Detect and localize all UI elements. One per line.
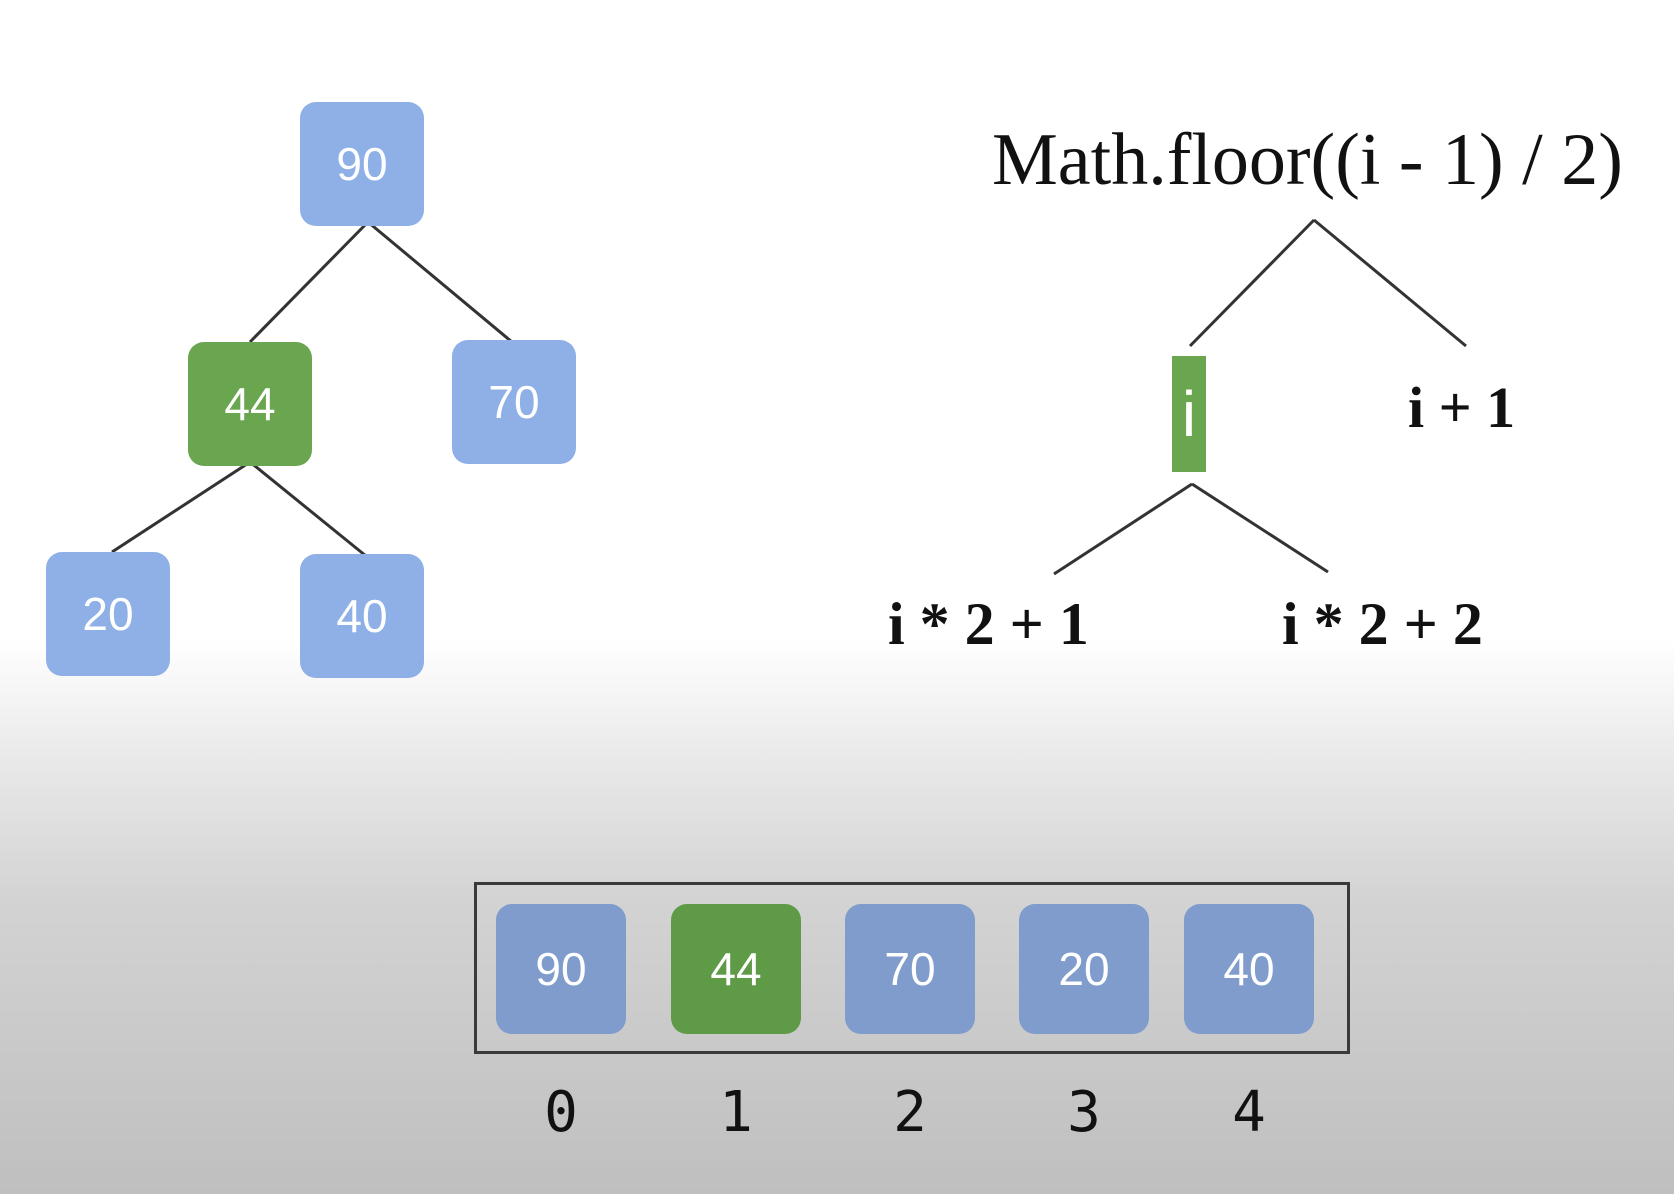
left-child-formula: i * 2 + 1: [888, 591, 1089, 657]
array-cell-1-highlighted: 44: [671, 904, 801, 1034]
array-cell-3: 20: [1019, 904, 1149, 1034]
edge-formula-parent-i: [1188, 218, 1316, 348]
edge-44-20: [111, 460, 251, 554]
array-index-2: 2: [893, 1080, 927, 1145]
parent-formula: Math.floor((i - 1) / 2): [992, 119, 1623, 201]
array-container: [474, 882, 1350, 1054]
array-index-0: 0: [544, 1080, 578, 1145]
array-cell-2: 70: [845, 904, 975, 1034]
tree-node-40: 40: [300, 554, 424, 678]
array-cell-0: 90: [496, 904, 626, 1034]
current-index-box: i: [1172, 356, 1206, 472]
tree-node-70: 70: [452, 340, 576, 464]
right-child-formula: i * 2 + 2: [1282, 591, 1483, 657]
array-index-1: 1: [719, 1080, 753, 1145]
edge-90-70: [367, 220, 513, 344]
array-index-4: 4: [1232, 1080, 1266, 1145]
edge-90-44: [248, 220, 370, 344]
edge-i-left-child: [1053, 482, 1193, 576]
array-index-3: 3: [1067, 1080, 1101, 1145]
tree-node-44-highlighted: 44: [188, 342, 312, 466]
edge-44-40: [249, 460, 367, 558]
sibling-formula: i + 1: [1408, 375, 1516, 440]
edge-formula-parent-sibling: [1313, 218, 1467, 348]
edge-i-right-child: [1191, 482, 1329, 574]
tree-node-20: 20: [46, 552, 170, 676]
array-cell-4: 40: [1184, 904, 1314, 1034]
tree-node-90: 90: [300, 102, 424, 226]
